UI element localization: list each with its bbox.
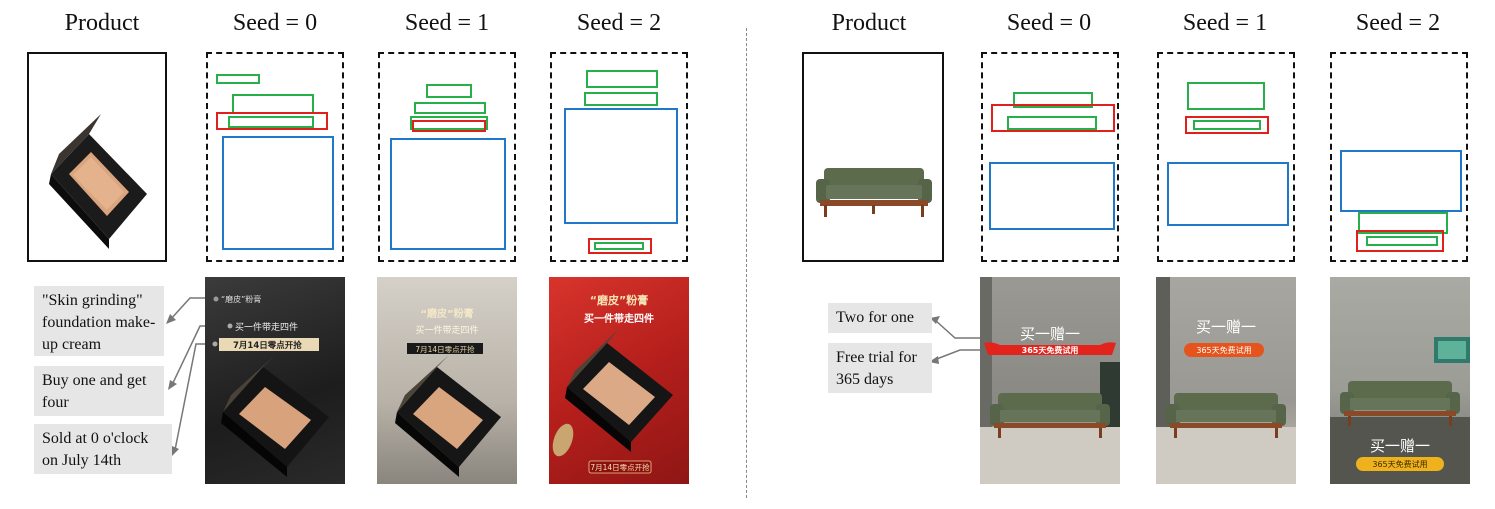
product-box: [1340, 150, 1462, 212]
text-box: [414, 102, 486, 114]
layout-seed0-right: [981, 52, 1119, 262]
text-box: [232, 94, 314, 114]
layout-seed2-left: [550, 52, 688, 262]
header-seed1-right: Seed = 1: [1182, 10, 1268, 36]
product-box: [222, 136, 334, 250]
layout-seed2-right: [1330, 52, 1468, 262]
poster-trial-text: 365天免费试用: [1022, 345, 1079, 355]
poster-sub-text: 买一件带走四件: [415, 324, 478, 336]
product-box: [1167, 162, 1289, 226]
header-product-right: Product: [831, 10, 907, 36]
poster-buy-text: 买一赠一: [1196, 318, 1256, 336]
poster-date-text: 7月14日零点开抢: [590, 462, 650, 472]
poster-sub-text: 买一件带走四件: [235, 321, 298, 333]
poster-buy-text: 买一赠一: [1370, 437, 1430, 455]
callout-buy-one-get-four: Buy one and get four: [34, 366, 164, 416]
compact-powder-icon: [49, 114, 147, 249]
sofa-icon: [1166, 393, 1286, 438]
callout-two-for-one: Two for one: [828, 303, 932, 333]
header-product-left: Product: [64, 10, 140, 36]
underlay-box: [412, 120, 486, 132]
poster-seed0-left: “磨皮”粉膏 买一件带走四件 7月14日零点开抢: [205, 277, 345, 484]
sofa-icon: [990, 393, 1110, 438]
callout-skin-grinding: "Skin grinding" foundation make-up cream: [34, 286, 164, 356]
text-box: [586, 70, 658, 88]
text-box: [584, 92, 658, 106]
poster-date-text: 7月14日零点开抢: [233, 340, 302, 351]
poster-sub-text: 买一件带走四件: [584, 312, 654, 325]
poster-title-text: “磨皮”粉膏: [590, 293, 648, 307]
underlay-box: [216, 112, 328, 130]
poster-seed1-right: 买一赠一 365天免费试用: [1156, 277, 1296, 484]
underlay-box: [1185, 116, 1269, 134]
header-seed1-left: Seed = 1: [404, 10, 490, 36]
panel-divider: [746, 28, 747, 498]
product-box: [989, 162, 1115, 230]
poster-trial-text: 365天免费试用: [1196, 345, 1251, 355]
compact-powder-icon: “磨皮”粉膏 买一件带走四件 7月14日零点开抢: [212, 294, 329, 477]
header-seed0-right: Seed = 0: [1006, 10, 1092, 36]
callout-sold-july-14: Sold at 0 o'clock on July 14th: [34, 424, 172, 474]
underlay-box: [991, 104, 1115, 132]
layout-seed1-left: [378, 52, 516, 262]
poster-trial-text: 365天免费试用: [1372, 459, 1427, 469]
layout-seed1-right: [1157, 52, 1295, 262]
poster-title-text: “磨皮”粉膏: [221, 294, 261, 304]
underlay-box: [588, 238, 652, 254]
text-box: [216, 74, 260, 84]
text-box: [228, 116, 314, 128]
poster-seed2-left: “磨皮”粉膏 买一件带走四件 7月14日零点开抢: [549, 277, 689, 484]
text-box: [1187, 82, 1265, 110]
poster-title-text: “磨皮”粉膏: [420, 307, 473, 320]
poster-buy-text: 买一赠一: [1020, 325, 1080, 343]
text-box: [426, 84, 472, 98]
poster-seed1-left: “磨皮”粉膏 买一件带走四件 7月14日零点开抢: [377, 277, 517, 484]
underlay-box: [1356, 230, 1444, 252]
text-box: [1366, 236, 1438, 246]
poster-date-text: 7月14日零点开抢: [415, 344, 475, 354]
text-box: [1358, 212, 1448, 234]
text-box: [594, 242, 644, 250]
text-box: [410, 116, 488, 130]
text-box: [1007, 116, 1097, 130]
poster-seed0-right: 买一赠一 365天免费试用: [980, 277, 1120, 484]
sofa-icon: [1340, 381, 1460, 426]
product-image-compact: [27, 52, 167, 262]
text-box: [1013, 92, 1093, 108]
callout-free-trial: Free trial for 365 days: [828, 343, 932, 393]
header-seed2-right: Seed = 2: [1355, 10, 1441, 36]
header-seed2-left: Seed = 2: [576, 10, 662, 36]
product-image-sofa: [802, 52, 944, 262]
product-box: [564, 108, 678, 224]
text-box: [1193, 120, 1261, 130]
sofa-icon: [816, 168, 932, 217]
header-seed0-left: Seed = 0: [232, 10, 318, 36]
poster-seed2-right: 买一赠一 365天免费试用: [1330, 277, 1470, 484]
product-box: [390, 138, 506, 250]
layout-seed0-left: [206, 52, 344, 262]
